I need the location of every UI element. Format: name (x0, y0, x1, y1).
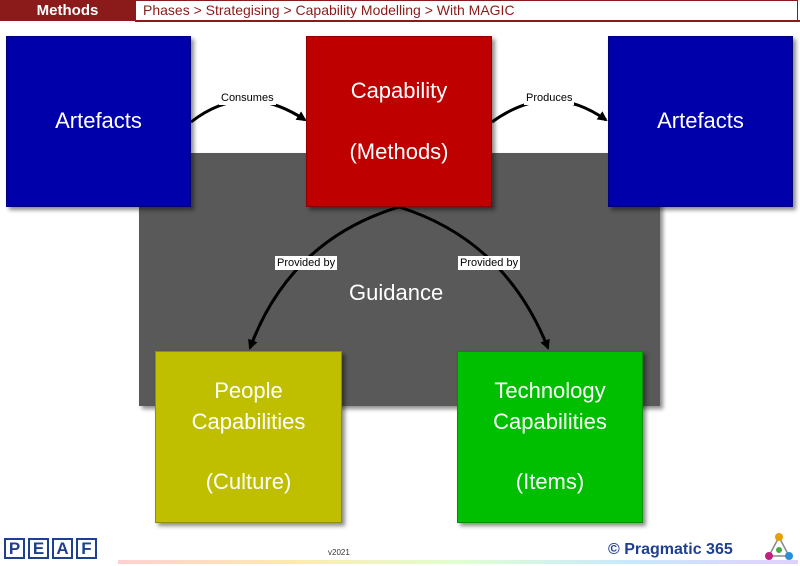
provided-left-arrow (248, 205, 400, 350)
technology-capabilities-box: Technology Capabilities (Items) (457, 351, 643, 523)
version-label: v2021 (328, 548, 350, 557)
breadcrumb: Phases > Strategising > Capability Model… (143, 2, 515, 18)
consumes-label: Consumes (219, 91, 276, 105)
artefacts-input-label: Artefacts (55, 108, 142, 134)
technology-title-line2: Capabilities (493, 408, 607, 434)
technology-title-line1: Technology (494, 377, 606, 403)
provided-right-arrow (398, 205, 550, 350)
people-subtitle: (Culture) (205, 469, 292, 495)
brand-copyright: © Pragmatic 365 (608, 541, 733, 558)
peaf-letter-a: A (52, 538, 73, 559)
section-tab: Methods (0, 0, 135, 21)
header-underline (135, 20, 800, 22)
header-frame (135, 0, 798, 21)
people-capabilities-box: People Capabilities (Culture) (155, 351, 342, 523)
section-title: Methods (36, 2, 99, 19)
guidance-label: Guidance (349, 280, 444, 305)
peaf-letter-f: F (76, 538, 97, 559)
people-title-line1: People (214, 377, 283, 403)
capability-subtitle: (Methods) (349, 138, 449, 164)
technology-subtitle: (Items) (515, 469, 585, 495)
people-title-line2: Capabilities (191, 408, 306, 434)
artefacts-output-box: Artefacts (608, 36, 793, 207)
artefacts-input-box: Artefacts (6, 36, 191, 207)
provided-by-right-label: Provided by (458, 256, 521, 270)
capability-title: Capability (350, 77, 448, 103)
produces-label: Produces (524, 91, 575, 105)
provided-by-left-label: Provided by (275, 256, 338, 270)
peaf-letter-e: E (28, 538, 49, 559)
peaf-letter-p: P (4, 538, 25, 559)
capability-methods-box: Capability (Methods) (306, 36, 492, 207)
footer-rainbow-bar (118, 560, 798, 564)
artefacts-output-label: Artefacts (657, 108, 744, 134)
network-logo-icon (765, 533, 793, 560)
peaf-logo: P E A F (4, 538, 97, 559)
